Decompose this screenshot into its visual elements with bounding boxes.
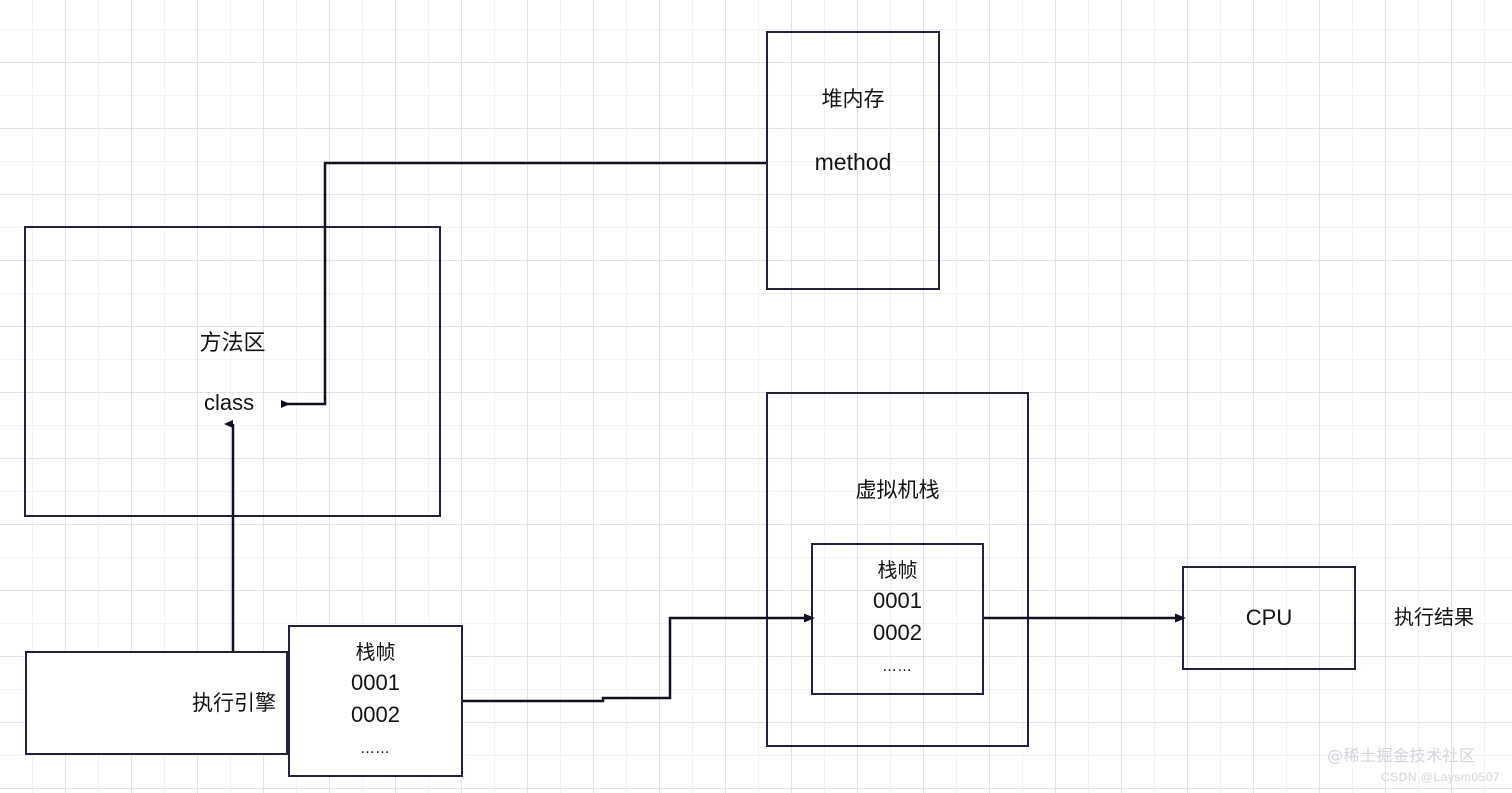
execution-result-label: 执行结果 <box>1394 605 1474 629</box>
execution-engine-label: 执行引擎 <box>192 690 276 715</box>
stack-frame-inner-content: 栈帧 0001 0002 …… <box>811 543 984 695</box>
heap-memory-title: 堆内存 <box>821 87 885 111</box>
method-area-title: 方法区 <box>199 331 266 356</box>
vm-stack-title: 虚拟机栈 <box>855 478 940 502</box>
stack-frame-inner-line1: 0001 <box>873 588 922 613</box>
stack-frame-inner-title: 栈帧 <box>877 558 918 582</box>
stack-frame-left-box <box>288 625 463 777</box>
watermark-community: @稀土掘金技术社区 <box>1327 746 1476 765</box>
heap-memory-method-label: method <box>814 149 892 175</box>
stack-frame-left-line1: 0001 <box>351 670 400 695</box>
stack-frame-inner-ellipsis: …… <box>882 659 913 675</box>
stack-frame-left-line2: 0002 <box>351 702 400 727</box>
heap-memory-box <box>766 31 940 290</box>
connector-frame-to-vmstack <box>463 613 815 703</box>
execution-engine-box <box>25 651 288 755</box>
cpu-label: CPU <box>1245 605 1293 630</box>
stack-frame-inner-line2: 0002 <box>873 620 922 645</box>
stack-frame-left-content: 栈帧 0001 0002 …… <box>288 625 463 777</box>
stack-frame-left-title: 栈帧 <box>355 640 396 664</box>
stack-frame-left-ellipsis: …… <box>360 741 391 757</box>
watermark-author: CSDN @Laysm0507 <box>1381 770 1501 784</box>
class-label: class <box>204 390 255 415</box>
vm-stack-box <box>766 392 1029 747</box>
